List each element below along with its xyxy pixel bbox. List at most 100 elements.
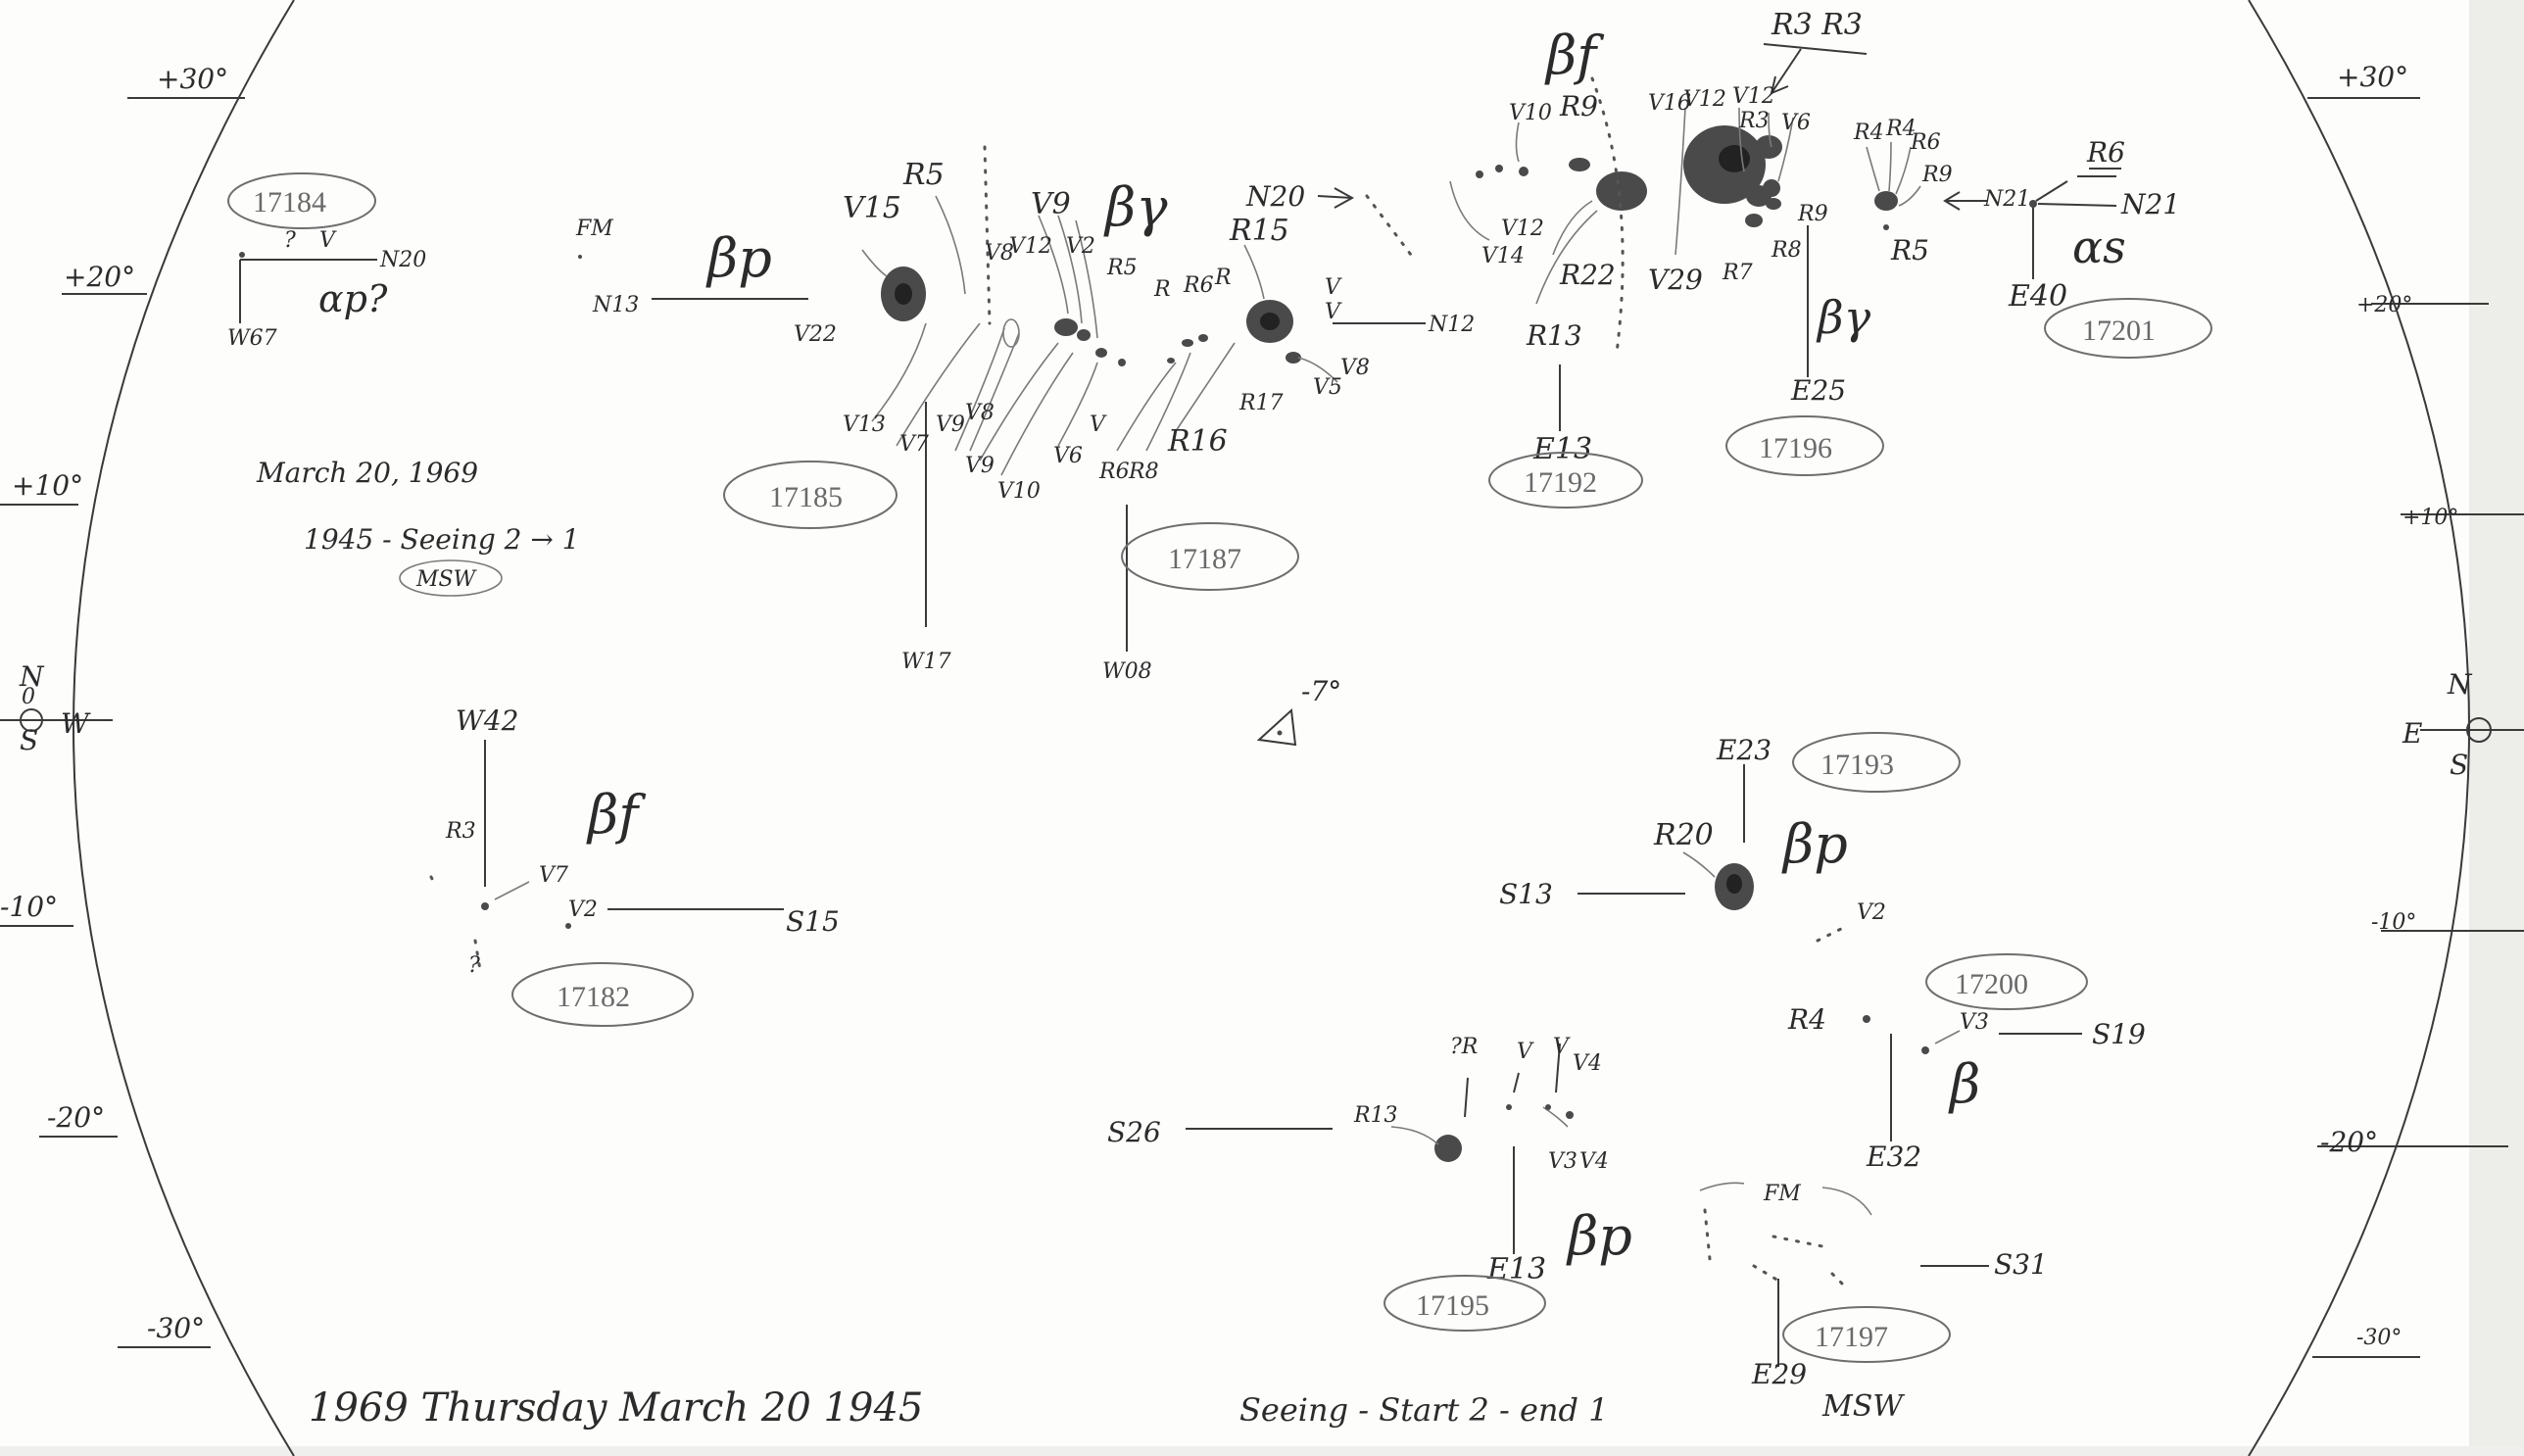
region-number: 17201 [2082, 315, 2156, 347]
region-number: 17197 [1815, 1321, 1888, 1353]
leader-line [969, 332, 1020, 452]
spot-label: V12 [1009, 234, 1052, 259]
magnetic-class: βp [1566, 1205, 1632, 1267]
region-number: 17195 [1416, 1289, 1489, 1322]
orientation-left: N 0 S W [0, 660, 113, 756]
spot [481, 902, 489, 910]
arrow-head [1334, 187, 1355, 209]
orientation-left-e: 0 [22, 685, 35, 709]
faint-dots [1830, 1272, 1844, 1286]
spot-umbra [1719, 145, 1750, 172]
region-number: 17182 [557, 981, 630, 1013]
lat-label-left-m10: -10° [0, 891, 58, 923]
spot [1286, 352, 1301, 364]
spot-label: V12 [1732, 84, 1775, 109]
spot-label: V22 [794, 322, 837, 347]
leader-line [1675, 107, 1686, 256]
latitude-label: S15 [786, 905, 840, 938]
spot [1921, 1046, 1929, 1054]
lat-label-right-m20: -20° [2320, 1126, 2378, 1158]
lat-label-right-p10: +10° [2403, 506, 2458, 530]
spot-outline [1002, 318, 1020, 348]
leader-line [861, 249, 888, 277]
spot-label: V15 [843, 191, 901, 225]
region-17197: FM S31 E29 17197 [1699, 1182, 2048, 1390]
region-number: 17193 [1820, 749, 1894, 781]
spot-label: V2 [1066, 234, 1095, 259]
spot-label: V4 [1579, 1149, 1609, 1174]
region-oval [1792, 732, 1961, 793]
spot-label: V4 [1573, 1051, 1602, 1076]
region-oval [227, 172, 376, 229]
spot-label: R20 [1653, 818, 1714, 852]
spot-label: R4 [1787, 1003, 1826, 1036]
spot [1476, 170, 1483, 178]
magnetic-class: βγ [1103, 176, 1168, 238]
leader-spot [1596, 171, 1647, 211]
region-oval [2044, 298, 2212, 359]
solar-limb-left [73, 0, 295, 1456]
triangle-note: -7° [1301, 675, 1341, 707]
leader-line [2035, 180, 2068, 202]
region-17193: R20 S13 E23 βp 17193 [1499, 732, 1961, 910]
latitude-label: S31 [1994, 1248, 2048, 1281]
region-oval [1925, 953, 2088, 1010]
leader-line [1895, 146, 1912, 195]
region-number: 17196 [1759, 432, 1832, 464]
leader-line [896, 322, 981, 447]
longitude-label: E25 [1790, 374, 1846, 407]
spot-label: R7 [1722, 261, 1753, 285]
region-oval [511, 962, 694, 1027]
spot-label: ?R [1450, 1035, 1478, 1059]
spot-label: R9 [1559, 90, 1598, 122]
leader-line [1038, 215, 1069, 315]
leader-line [1552, 200, 1593, 256]
leader-line [1738, 107, 1745, 172]
spot [1766, 198, 1781, 210]
triangle-marker [1256, 707, 1297, 747]
spot-label: ? [468, 953, 480, 978]
latitude-label: N20 [379, 248, 426, 272]
spot-label: R16 [1167, 424, 1228, 459]
longitude-label: E32 [1866, 1141, 1921, 1173]
longitude-label: W17 [901, 650, 951, 674]
spot-label: V10 [997, 479, 1041, 504]
leader-line [1145, 352, 1191, 452]
longitude-label: W42 [456, 704, 518, 737]
magnetic-class: αs [2072, 220, 2126, 273]
solar-limb-right [2248, 0, 2470, 1456]
underline [1763, 43, 1868, 55]
longitude-label: W67 [227, 326, 277, 351]
fm-bottom-note: FM [1763, 1182, 1801, 1206]
spot [1054, 318, 1078, 336]
magnetic-class: β [1948, 1053, 1980, 1115]
spot-label: R3 R3 [1771, 8, 1863, 42]
spot-label: R15 [1229, 214, 1289, 248]
lat-label-left-m30: -30° [147, 1312, 205, 1344]
leader-spot [1434, 1135, 1462, 1162]
lat-label-left-m20: -20° [47, 1101, 105, 1134]
region-oval [1725, 415, 1884, 476]
triangle-dot [1277, 730, 1283, 736]
spot [1763, 179, 1780, 197]
latitude-label: S13 [1499, 878, 1553, 910]
leader-line [1464, 1077, 1469, 1118]
spot [1182, 339, 1193, 347]
spot-label: R8 [1128, 460, 1159, 484]
leader-line [935, 195, 966, 295]
leader-line [1934, 1030, 1961, 1044]
spot [1883, 224, 1889, 230]
spot-label: V14 [1481, 244, 1525, 268]
leader-line [871, 322, 927, 422]
faint-dot-trail [983, 145, 992, 325]
faint-dots [473, 939, 482, 972]
spot-label: R4 [1885, 117, 1917, 141]
paper-edge [2469, 0, 2524, 1456]
spot-label: R6 [1098, 460, 1130, 484]
spot-label: V [1553, 1035, 1571, 1059]
faint-dot-trail [1365, 194, 1413, 257]
latitude-label: N13 [592, 293, 639, 317]
leader-line [954, 327, 1005, 452]
spot-label: V8 [1340, 356, 1370, 380]
